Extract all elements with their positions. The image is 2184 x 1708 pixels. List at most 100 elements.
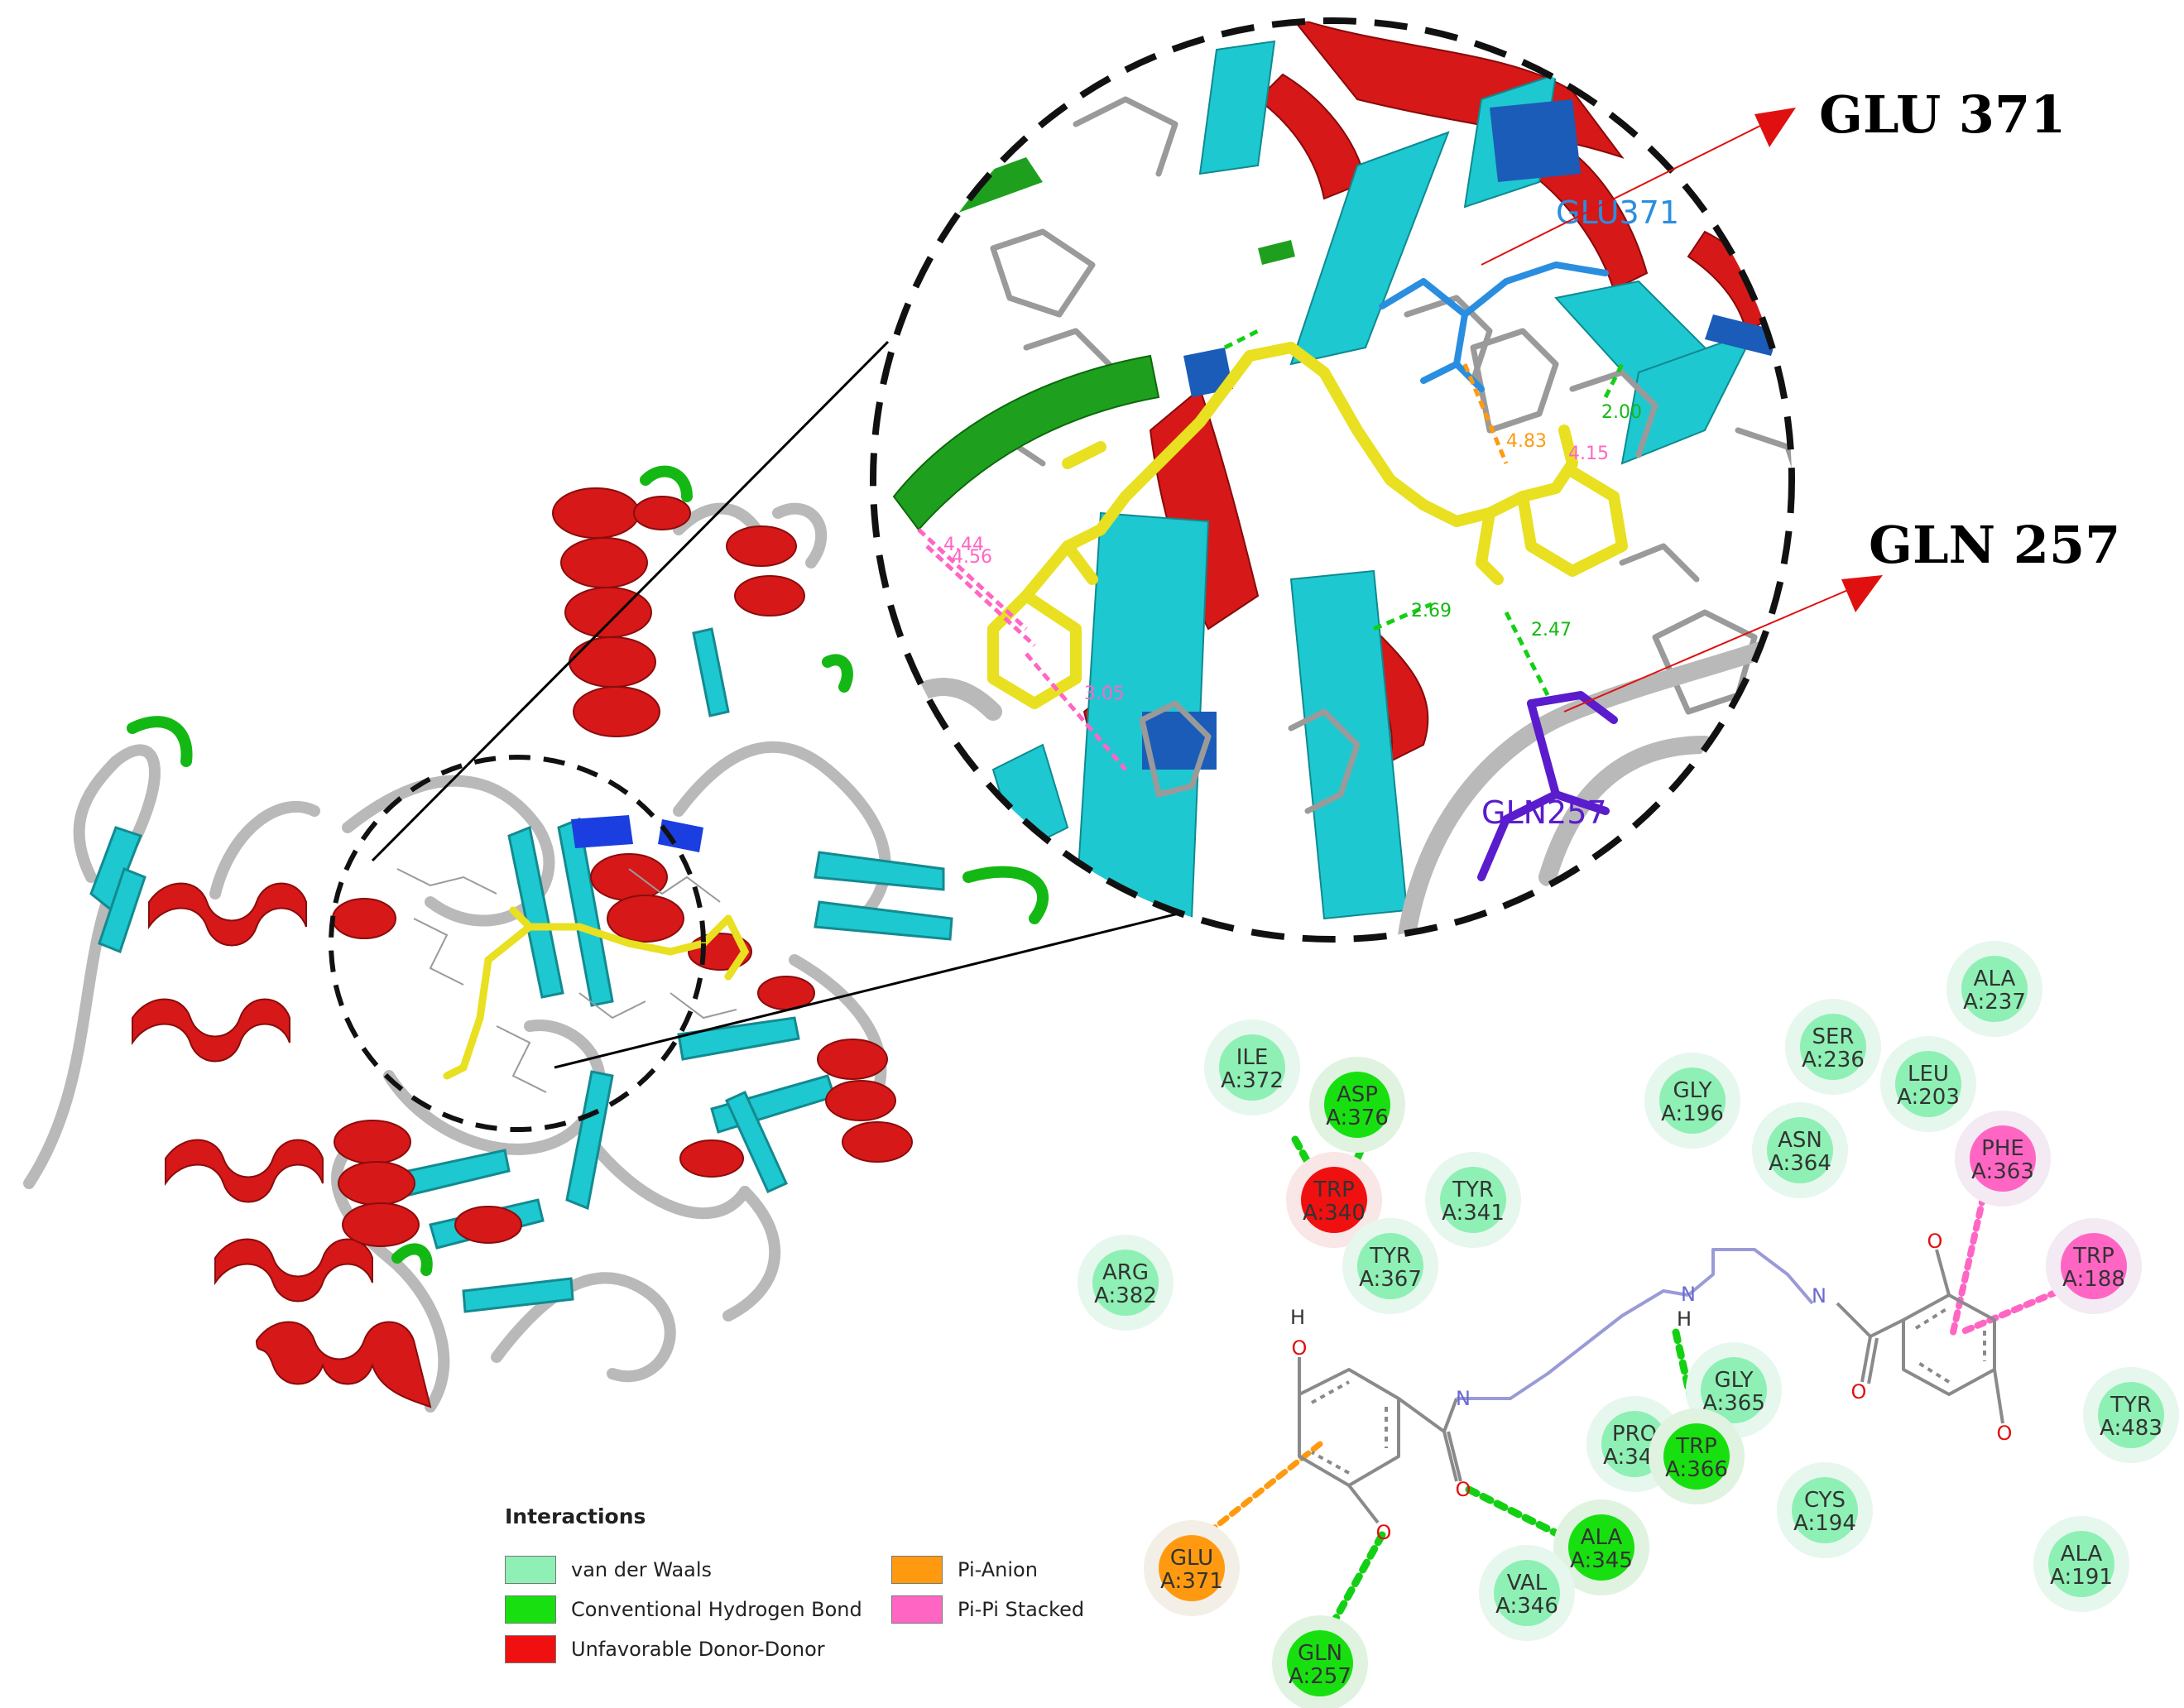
protein-ribbon-overview	[23, 465, 1049, 1413]
residue-disc	[1568, 1514, 1634, 1581]
residue-name: TYR	[1369, 1244, 1411, 1269]
residue-id: A:376	[1326, 1106, 1389, 1130]
interaction-diagram-2d: O H O O N N H N O O O ILEA:372ASPA:376TR…	[1078, 941, 2179, 1708]
residue-disc	[1287, 1630, 1353, 1696]
residue-id: A:382	[1094, 1283, 1157, 1308]
residue-name: PHE	[1981, 1136, 2024, 1161]
residue-id: A:237	[1963, 990, 2026, 1015]
residue-disc	[1357, 1233, 1423, 1299]
residue-disc	[1092, 1250, 1159, 1316]
residue-disc	[1895, 1051, 1961, 1117]
residue-name: ARG	[1102, 1260, 1149, 1285]
callout-glu371: GLU 371	[1819, 84, 2066, 145]
residue-id: A:345	[1570, 1548, 1633, 1573]
zoom-inset-outline	[870, 17, 1795, 943]
distance-label: 4.15	[1568, 444, 1609, 464]
oxygen-atom-label: O	[1376, 1521, 1392, 1544]
interactions-legend: Interactions van der Waals Conventional …	[505, 1504, 1101, 1663]
residue-disc	[1494, 1560, 1560, 1626]
residue-id: A:366	[1665, 1457, 1728, 1482]
residue-name: PRO	[1612, 1422, 1657, 1447]
legend-swatch	[891, 1556, 943, 1584]
residue-id: A:236	[1802, 1048, 1865, 1072]
zoom-connector-bottom	[554, 909, 1193, 1069]
legend-swatch	[505, 1635, 556, 1663]
residue-name: ASP	[1337, 1082, 1378, 1107]
residue-name: TRP	[2072, 1244, 2114, 1269]
residue-disc	[1792, 1477, 1858, 1543]
residue-disc	[1301, 1167, 1367, 1233]
inset-label-gln257: GLN257	[1481, 794, 1607, 831]
residue-disc	[1767, 1117, 1833, 1183]
residue-name: GLY	[1673, 1078, 1711, 1103]
residue-name: GLU	[1170, 1546, 1213, 1571]
arrow-head-gln	[1841, 575, 1883, 612]
residue-name: TRP	[1675, 1434, 1717, 1459]
residue-id: A:364	[1769, 1151, 1831, 1176]
legend-item-vdw: van der Waals	[505, 1556, 712, 1584]
distance-label: 2.00	[1601, 402, 1642, 423]
nitrogen-atom-label: N	[1681, 1283, 1696, 1306]
residue-disc	[2061, 1233, 2127, 1299]
distance-label: 4.56	[952, 547, 992, 568]
residue-name: CYS	[1804, 1488, 1846, 1513]
oxygen-atom-label: O	[1851, 1380, 1867, 1403]
residue-disc	[2098, 1382, 2164, 1448]
legend-label: Pi-Anion	[958, 1558, 1038, 1581]
residue-id: A:203	[1897, 1085, 1960, 1110]
hydrogen-atom-label: H	[1677, 1307, 1692, 1331]
legend-item-unfavorable: Unfavorable Donor-Donor	[505, 1635, 825, 1663]
binding-pocket-outline	[329, 755, 706, 1132]
residue-disc	[1219, 1034, 1285, 1101]
oxygen-atom-label: O	[1292, 1336, 1308, 1360]
distance-label: 3.05	[1084, 684, 1125, 704]
residue-id: A:196	[1661, 1101, 1724, 1126]
residue-layer: ILEA:372ASPA:376TRPA:340TYRA:341TYRA:367…	[1078, 941, 2179, 1708]
hydrogen-atom-label: H	[1290, 1306, 1305, 1329]
inset-label-glu371: GLU371	[1556, 194, 1679, 231]
zoom-inset: 4.44 4.56 3.05 2.69 2.47 4.83 4.15 2.00 …	[870, 17, 1795, 943]
legend-label: Conventional Hydrogen Bond	[571, 1598, 862, 1621]
residue-id: A:194	[1793, 1511, 1856, 1536]
zoom-connector-top	[371, 340, 890, 862]
residue-name: ILE	[1236, 1045, 1269, 1070]
distance-label: 4.83	[1506, 431, 1547, 452]
residue-disc	[1961, 956, 2028, 1022]
legend-title: Interactions	[505, 1504, 646, 1528]
distance-label: 4.44	[943, 535, 984, 555]
oxygen-atom-label: O	[1997, 1422, 2013, 1445]
residue-name: VAL	[1507, 1571, 1548, 1595]
legend-label: Unfavorable Donor-Donor	[571, 1638, 825, 1661]
residue-disc	[1663, 1423, 1730, 1490]
residue-id: A:372	[1221, 1068, 1284, 1093]
residue-name: GLN	[1298, 1641, 1342, 1666]
residue-id: A:257	[1289, 1664, 1351, 1689]
residue-name: TYR	[1452, 1178, 1494, 1202]
legend-swatch	[505, 1595, 556, 1624]
residue-name: SER	[1812, 1024, 1855, 1049]
residue-disc	[1970, 1125, 2036, 1192]
residue-id: A:340	[1303, 1201, 1366, 1226]
distance-label: 2.69	[1411, 601, 1452, 621]
nitrogen-atom-label: N	[1812, 1284, 1826, 1307]
residue-name: TRP	[1313, 1178, 1355, 1202]
arrow-head-glu	[1754, 108, 1796, 147]
